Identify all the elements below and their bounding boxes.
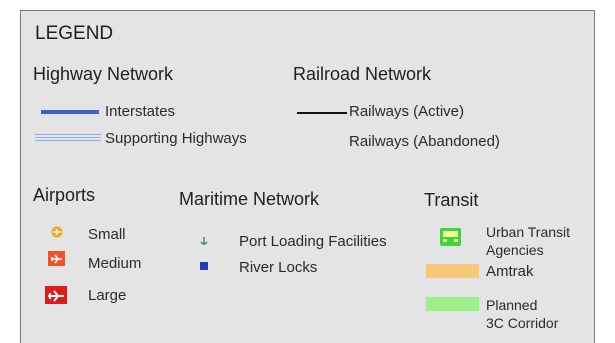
highway-network-heading: Highway Network — [33, 64, 174, 84]
interstate-line-swatch — [41, 110, 99, 114]
interstates-label: Interstates — [105, 103, 176, 120]
railway-active-line-swatch — [297, 112, 347, 114]
railroad-network-heading: Railroad Network — [293, 64, 432, 84]
bus-icon — [440, 228, 461, 246]
large-airport-label: Large — [88, 287, 127, 304]
airplane-icon — [45, 286, 67, 304]
legend-panel: LEGEND Highway Network Interstates Suppo… — [20, 10, 595, 343]
railways-abandoned-label: Railways (Abandoned) — [349, 133, 500, 150]
small-airport-label: Small — [88, 226, 126, 243]
planned-corridor-swatch — [426, 297, 479, 311]
airplane-icon — [51, 226, 63, 238]
port-loading-facilities-label: Port Loading Facilities — [239, 233, 387, 250]
amtrak-label: Amtrak — [486, 263, 534, 280]
airplane-icon — [48, 251, 65, 266]
anchor-icon — [200, 237, 208, 245]
railways-active-label: Railways (Active) — [349, 103, 465, 120]
river-locks-label: River Locks — [239, 259, 318, 276]
planned-corridor-label-line2: 3C Corridor — [486, 315, 559, 331]
urban-transit-label-line1: Urban Transit — [486, 224, 571, 240]
square-icon — [200, 262, 208, 270]
transit-heading: Transit — [424, 190, 479, 210]
supporting-highways-line-swatch — [35, 134, 101, 141]
amtrak-swatch — [426, 264, 479, 278]
medium-airport-label: Medium — [88, 255, 142, 272]
legend-title: LEGEND — [35, 23, 114, 44]
maritime-network-heading: Maritime Network — [179, 189, 320, 209]
airports-heading: Airports — [33, 185, 96, 205]
planned-corridor-label-line1: Planned — [486, 297, 538, 313]
supporting-highways-label: Supporting Highways — [105, 130, 247, 147]
urban-transit-label-line2: Agencies — [486, 242, 544, 258]
